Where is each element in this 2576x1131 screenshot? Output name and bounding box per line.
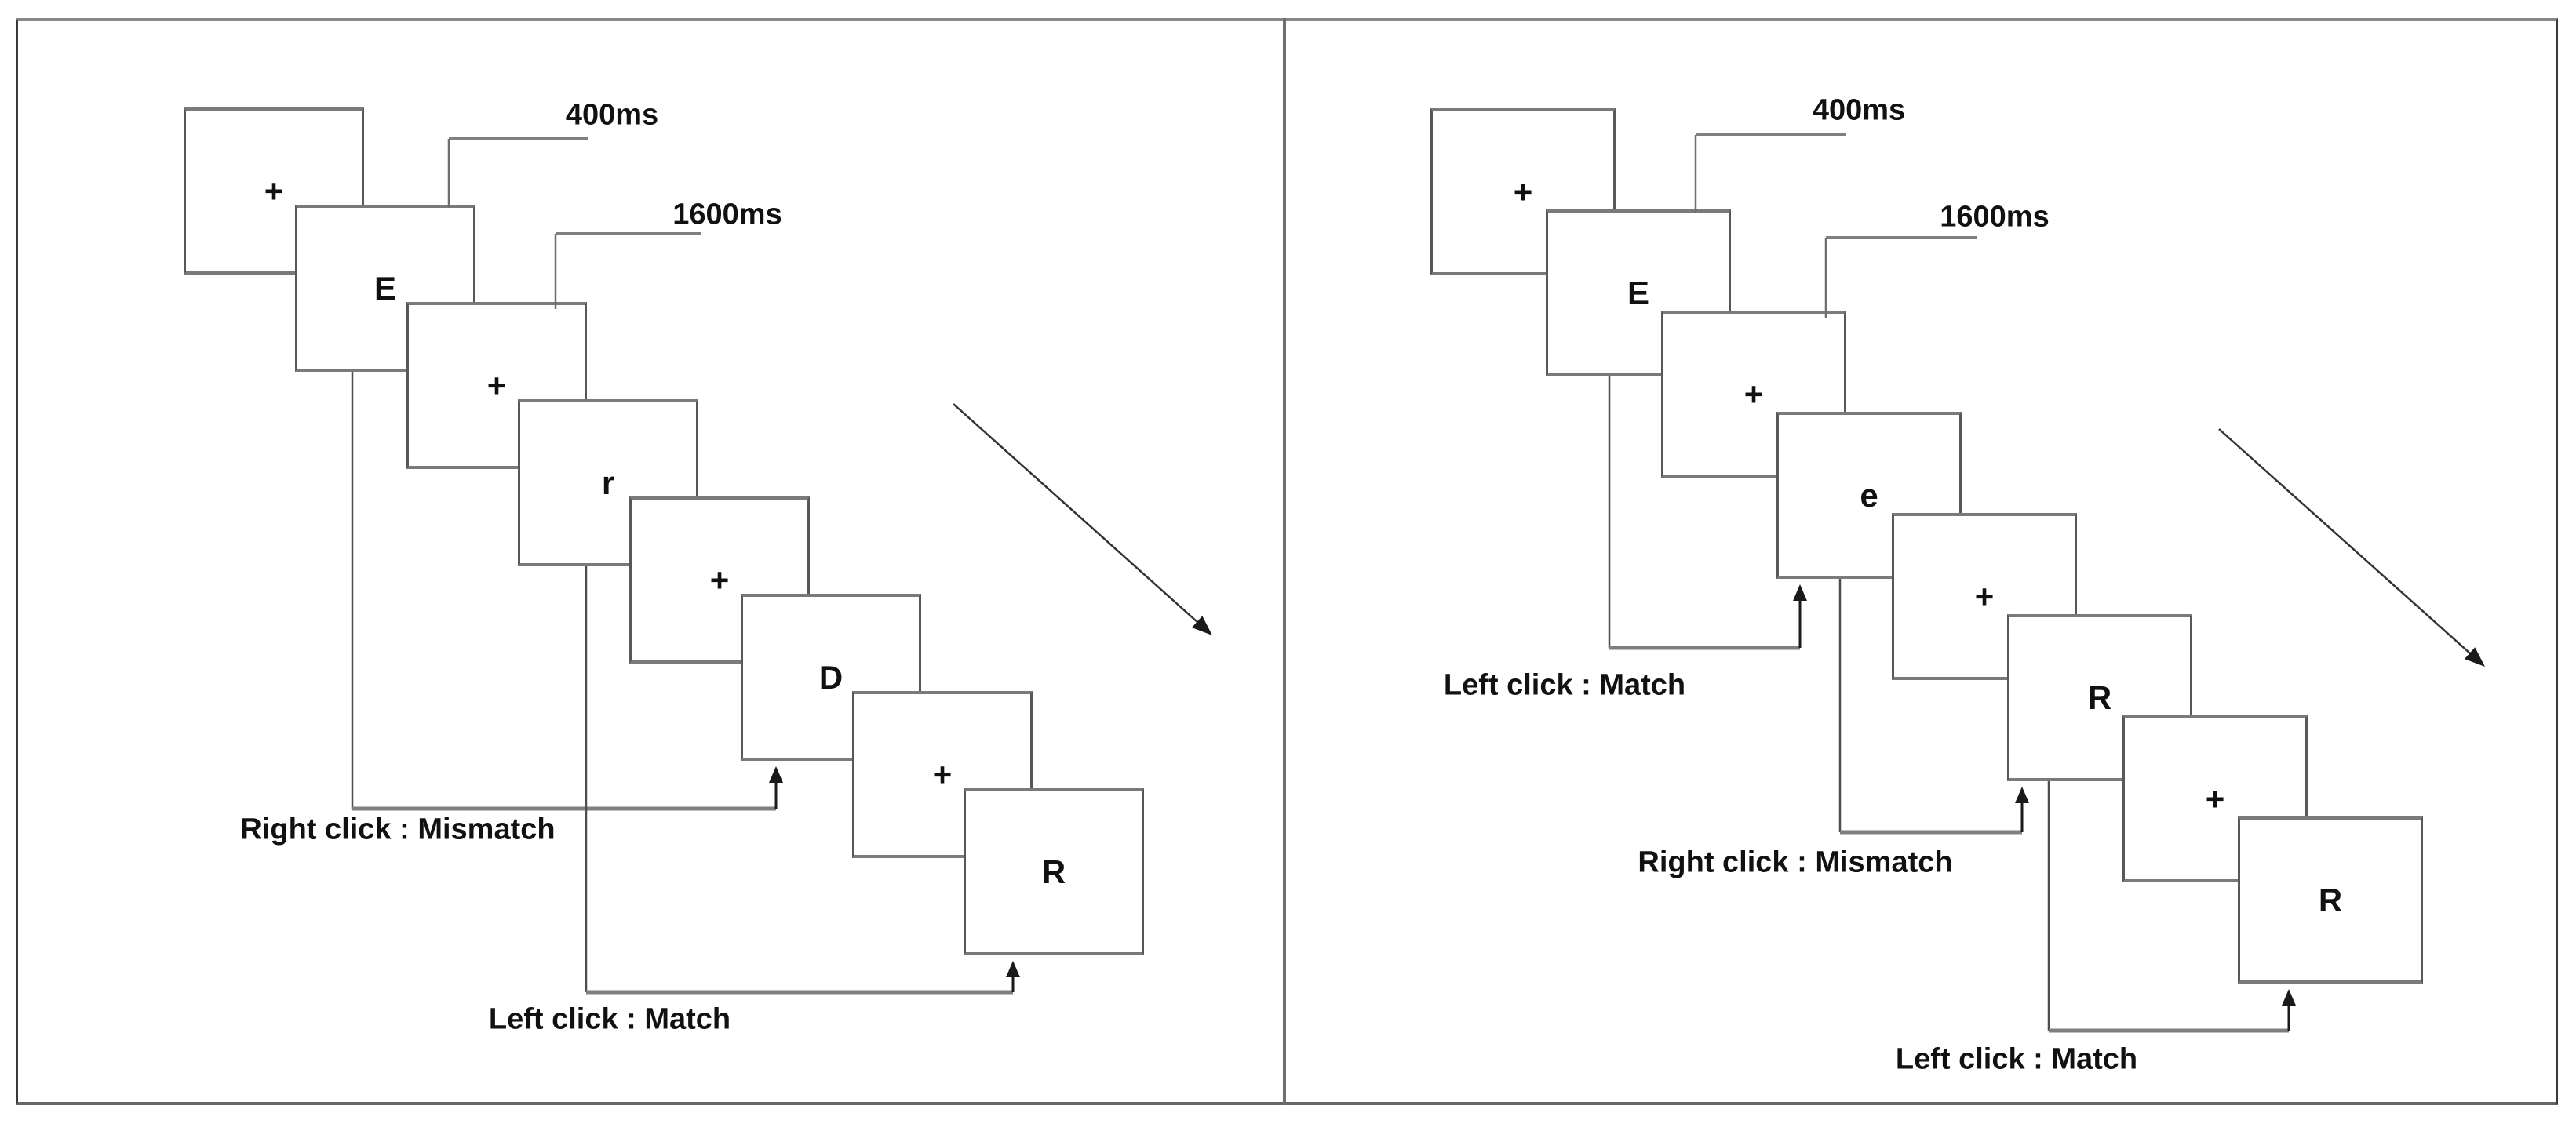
figure-border — [16, 18, 2558, 1105]
panel-divider — [1283, 18, 1286, 1105]
